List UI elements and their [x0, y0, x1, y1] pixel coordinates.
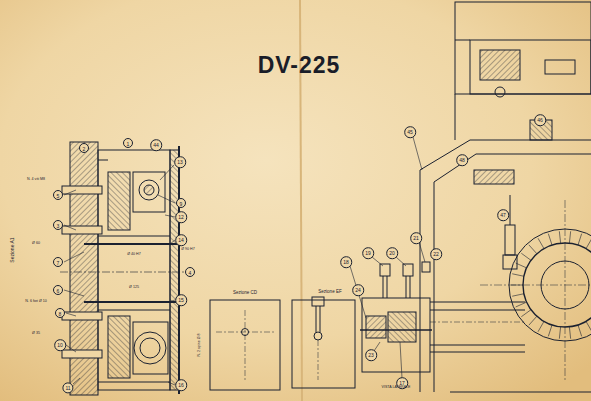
callout-number: 16: [175, 379, 187, 391]
callout-number: 21: [410, 232, 422, 244]
gear-tooth: [586, 238, 591, 248]
callout-number: 2: [79, 143, 89, 153]
drawing-note: Sezione A1: [10, 237, 15, 262]
drawing-note: Sezione CD: [233, 291, 257, 296]
callout-number: 12: [175, 211, 187, 223]
drawing-note: Ø 40 H7: [127, 253, 140, 257]
callout-number: 22: [430, 248, 442, 260]
callout-number: 9: [176, 198, 186, 208]
callout-number: 19: [362, 247, 374, 259]
callout-number: 5: [53, 190, 63, 200]
drawing-note: N. 6 fori Ø 10: [25, 300, 46, 304]
gear-tooth: [516, 302, 527, 307]
callout-number: 47: [497, 209, 509, 221]
callout-number: 44: [150, 139, 162, 151]
callout-number: 8: [55, 308, 65, 318]
gear-tooth: [521, 253, 531, 260]
drawing-note: Ø 90 H7: [181, 248, 194, 252]
gear-tooth: [559, 327, 560, 339]
drawing-note: Ø 125: [129, 286, 139, 290]
callout-number: 13: [174, 156, 186, 168]
gear-tooth: [529, 245, 537, 254]
callout-number: 20: [386, 247, 398, 259]
drawing-note: VISTA LATERALE: [381, 386, 410, 390]
callout-number: 7: [53, 257, 63, 267]
callout-number: 45: [404, 126, 416, 138]
gear-tooth: [569, 327, 570, 339]
gear-tooth: [529, 316, 537, 325]
callout-number: 46: [534, 114, 546, 126]
drawing-note: Ø 60: [32, 242, 40, 246]
gear-tooth: [538, 321, 544, 331]
gear-tooth: [521, 310, 531, 317]
gear-tooth: [538, 238, 544, 248]
callout-number: 1: [123, 138, 133, 148]
gear-tooth: [512, 274, 524, 276]
section-plates: [210, 297, 355, 390]
drawing-note: Sezione EF: [318, 290, 341, 295]
callout-number: 11: [62, 382, 73, 393]
gear-tooth: [516, 263, 527, 268]
gear-tooth: [578, 325, 582, 336]
drawing-title: DV-225: [258, 54, 341, 77]
leader-lines: [64, 120, 540, 385]
callout-number: 3: [53, 220, 63, 230]
gear-tooth: [512, 294, 524, 296]
callout-number: 14: [175, 234, 187, 246]
gear-tooth: [586, 321, 591, 331]
callout-number: 6: [53, 285, 63, 295]
callout-number: 24: [352, 284, 364, 296]
callout-number: 15: [175, 294, 187, 306]
left-assembly: [60, 142, 190, 395]
gear-tooth: [559, 231, 560, 243]
callout-number: 48: [456, 154, 468, 166]
valve-assembly: [360, 262, 525, 372]
callout-number: 10: [54, 339, 66, 351]
gear-tooth: [548, 234, 552, 245]
gear-tooth: [569, 231, 570, 243]
callout-number: 18: [340, 256, 352, 268]
gear-tooth: [578, 234, 582, 245]
gear-tooth: [548, 325, 552, 336]
drawing-note: N. 4 viti M8: [27, 178, 45, 182]
callout-number: 4: [185, 267, 195, 277]
main-housing: [420, 2, 591, 392]
drawing-note: Ø 35: [32, 332, 40, 336]
callout-number: 23: [365, 349, 377, 361]
drawing-note: N. 2 spine Ø 8: [198, 334, 202, 357]
